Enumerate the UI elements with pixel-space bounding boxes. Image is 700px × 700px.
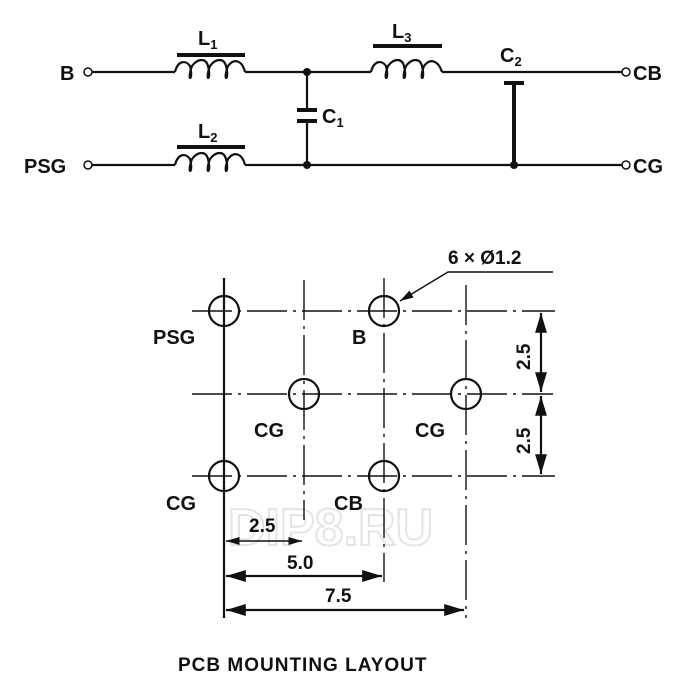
label-l1: L1: [198, 28, 217, 52]
hole-cg: [207, 459, 241, 493]
hole-leader-arrow: [399, 271, 553, 302]
pin-label-cg: CG: [415, 420, 445, 442]
label-cb: CB: [633, 63, 662, 85]
terminal-psg: [83, 160, 93, 170]
hole-note: 6 × Ø1.2: [448, 248, 521, 269]
inductor-l1: [173, 53, 247, 80]
label-cg: CG: [633, 156, 663, 178]
pin-label-cg: CG: [254, 420, 284, 442]
hole-b: [367, 294, 401, 328]
capacitor-c1: [297, 72, 317, 165]
label-l2: L2: [198, 121, 217, 145]
pcb-layout: 6 × Ø1.2 PSG B CG CG CG CB 2.5 2.5 2.5 5…: [153, 248, 555, 676]
hole-psg: [207, 294, 241, 328]
label-psg: PSG: [24, 156, 66, 178]
hole-cg: [449, 377, 483, 411]
hole-cg: [287, 377, 321, 411]
pin-label-cb: CB: [334, 493, 363, 515]
inductor-l3: [369, 44, 444, 80]
pin-label-b: B: [352, 327, 366, 349]
inductor-l2: [173, 145, 247, 173]
dim-h3: 7.5: [325, 586, 352, 607]
watermark: DIP8.RU: [228, 499, 433, 557]
label-b: B: [60, 63, 74, 85]
label-c2: C2: [500, 45, 522, 69]
capacitor-c2: [504, 81, 524, 165]
hole-cb: [367, 459, 401, 493]
pin-label-psg: PSG: [153, 327, 195, 349]
filter-schematic: B PSG CB CG L1 L2 L3 C1 C2: [24, 21, 663, 178]
layout-title: PCB MOUNTING LAYOUT: [178, 655, 427, 676]
terminal-b: [83, 67, 93, 77]
label-l3: L3: [392, 21, 411, 45]
dim-h1: 2.5: [249, 516, 276, 537]
terminal-cg: [621, 160, 631, 170]
dim-v1: 2.5: [514, 343, 535, 370]
pin-label-cg: CG: [166, 493, 196, 515]
dim-v2: 2.5: [514, 427, 535, 454]
dim-h2: 5.0: [287, 553, 313, 574]
label-c1: C1: [322, 106, 344, 130]
terminal-cb: [621, 67, 631, 77]
